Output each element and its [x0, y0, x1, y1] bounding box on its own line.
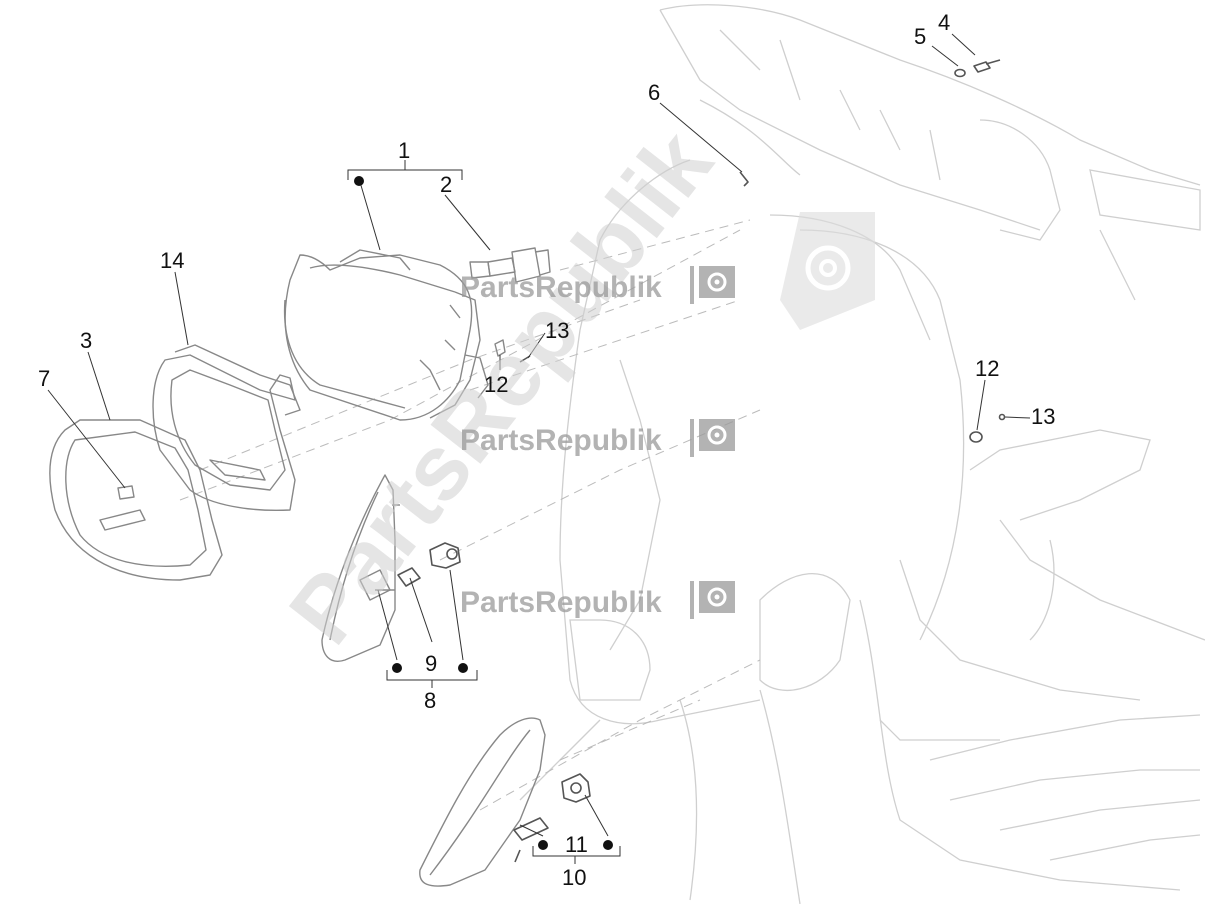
headlight-frame [152, 344, 301, 512]
callout-4: 4 [938, 10, 950, 35]
headlight-trim-ring [49, 419, 223, 581]
gear-icon [699, 581, 735, 613]
explosion-lines [179, 219, 761, 811]
svg-text:PartsRepublik: PartsRepublik [460, 424, 662, 457]
callout-8: 8 [424, 688, 436, 713]
callout-10: 10 [562, 865, 586, 890]
gear-icon [805, 245, 851, 291]
callout-5: 5 [914, 24, 926, 49]
indicator-bulb-11 [513, 773, 591, 841]
front-indicator-left [321, 474, 400, 662]
callout-6: 6 [648, 80, 660, 105]
callout-13-headlight: 13 [545, 318, 569, 343]
watermark-brand-3: PartsRepublik [460, 581, 735, 619]
svg-text:PartsRepublik: PartsRepublik [460, 586, 662, 619]
leader-lines [47, 33, 1031, 864]
callout-12-headlight: 12 [484, 372, 508, 397]
callout-12-side: 12 [975, 356, 999, 381]
headlight-assembly [283, 249, 489, 421]
svg-text:PartsRepublik: PartsRepublik [460, 271, 662, 304]
group-markers [354, 176, 613, 850]
callout-1: 1 [398, 138, 410, 163]
headlight-bulb [469, 247, 551, 283]
callout-2: 2 [440, 172, 452, 197]
watermark-brand-1: PartsRepublik [460, 266, 735, 304]
watermark-brand-2: PartsRepublik [460, 419, 735, 457]
gear-icon [699, 266, 735, 298]
callout-11: 11 [565, 832, 588, 857]
callout-9: 9 [425, 651, 437, 676]
callout-labels: 1 2 3 4 5 6 7 8 9 10 11 12 12 13 13 14 [38, 10, 1055, 890]
side-indicator [419, 717, 546, 887]
indicator-bulb-9 [397, 542, 461, 587]
callout-3: 3 [80, 328, 92, 353]
gear-icon [699, 419, 735, 451]
callout-13-side: 13 [1031, 404, 1055, 429]
watermark-logo-large [780, 212, 875, 330]
callout-14: 14 [160, 248, 184, 273]
callout-7: 7 [38, 366, 50, 391]
